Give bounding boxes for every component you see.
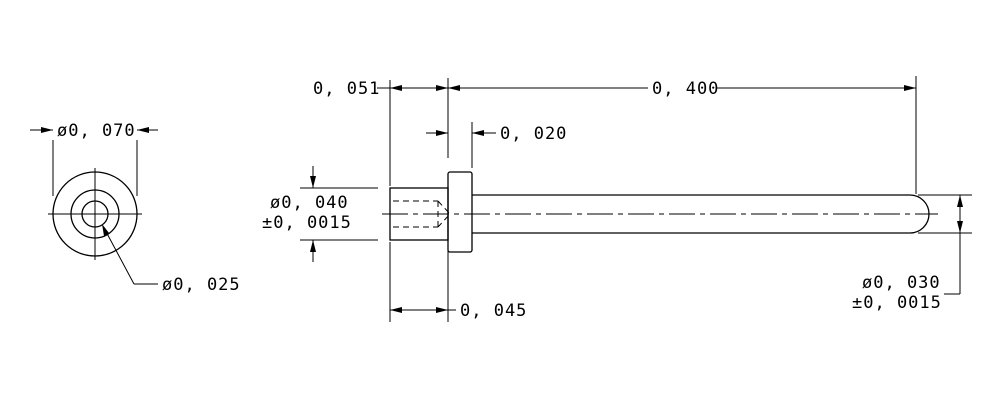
arrow-bore-leader xyxy=(102,224,109,236)
side-view: 0, 051 0, 400 0, 020 ø0, 040 ±0, 0015 0,… xyxy=(262,76,972,322)
arrow-flange-left xyxy=(436,130,448,136)
flange-outline xyxy=(447,171,473,253)
dim-end-view-outer-diameter: ø0, 070 xyxy=(57,121,136,141)
arrow-hub-dia-bottom xyxy=(310,240,316,252)
arrow-hub-length-right xyxy=(436,307,448,313)
dim-hub-length: 0, 045 xyxy=(460,301,527,321)
hidden-drill-point xyxy=(437,200,451,228)
leader-bore xyxy=(102,225,135,285)
arrow-overall-right xyxy=(904,85,916,91)
arrow-pin-dia-bottom xyxy=(957,221,963,233)
arrow-flange-right xyxy=(472,130,484,136)
arrow-od-left xyxy=(41,127,53,133)
arrow-od-right xyxy=(137,127,149,133)
dim-pin-diameter: ø0, 030 xyxy=(862,273,941,293)
dim-hub-diameter: ø0, 040 xyxy=(270,193,349,213)
dim-pin-tolerance: ±0, 0015 xyxy=(852,293,942,313)
end-view: ø0, 070 ø0, 025 xyxy=(30,121,241,295)
arrow-hub-dia-top xyxy=(310,176,316,188)
arrow-shoulder-left xyxy=(390,85,402,91)
dim-shoulder-offset: 0, 051 xyxy=(313,79,380,99)
arrow-hub-length-left xyxy=(390,307,402,313)
arrow-pin-dia-top xyxy=(957,195,963,207)
arrow-shoulder-right xyxy=(436,85,448,91)
dim-hub-tolerance: ±0, 0015 xyxy=(262,213,352,233)
dim-overall-length: 0, 400 xyxy=(652,79,719,99)
dim-end-view-bore-diameter: ø0, 025 xyxy=(162,275,241,295)
dim-flange-thickness: 0, 020 xyxy=(500,124,567,144)
arrow-overall-left xyxy=(448,85,460,91)
